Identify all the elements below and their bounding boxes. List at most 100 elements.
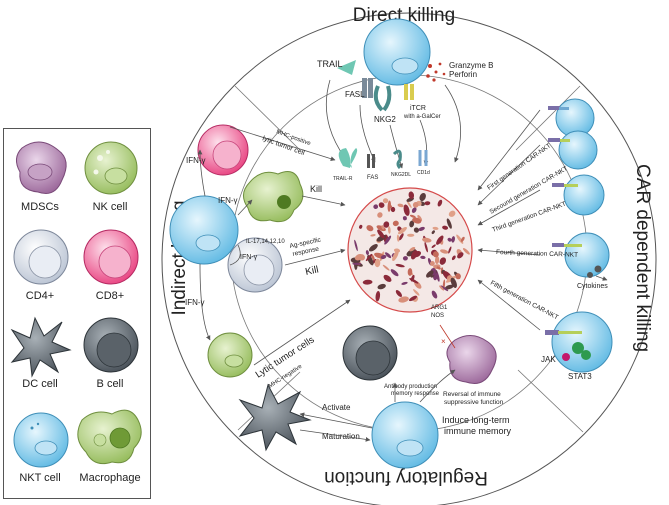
tumor-cell-mark <box>448 246 452 254</box>
tumor-cell-mark <box>439 257 447 265</box>
label-kill-2: Kill <box>304 264 319 278</box>
tumor-cell-mark <box>407 233 415 237</box>
tumor-cell-mark <box>418 226 425 231</box>
tumor-cell-mark <box>396 234 400 242</box>
tumor-cell-mark <box>377 229 385 239</box>
tumor-cell-mark <box>444 284 454 290</box>
tumor-cell-mark <box>380 254 387 260</box>
tumor-cell-mark <box>426 270 434 278</box>
label-ifn-1: IFN-γ <box>186 156 206 165</box>
tumor-cell-mark <box>397 203 404 208</box>
tumor-cell-mark <box>432 226 439 230</box>
label-fas: FAS <box>367 175 378 181</box>
tumor-cell-mark <box>410 250 418 260</box>
fasl-receptor-icon <box>362 78 373 98</box>
dc-cell-icon <box>10 316 72 378</box>
macrophage-icon <box>77 409 142 465</box>
tumor-cell-mark <box>381 225 385 230</box>
title-regulatory-function: Regulatory function <box>324 467 488 488</box>
tumor-cell-mark <box>417 214 423 222</box>
tumor-cell-mark <box>431 230 435 235</box>
label-reversal: Reversal of immune <box>443 391 501 398</box>
reg-mdsc-cell <box>446 335 497 384</box>
title-car-dependent-killing: CAR dependent killing <box>632 164 653 352</box>
tumor-cell-mark <box>370 254 375 261</box>
tumor-cell-mark <box>401 281 408 285</box>
car-nkt-cell-gen4 <box>552 232 610 278</box>
tumor-cell-mark <box>392 220 399 227</box>
label-kill-1: Kill <box>310 184 322 194</box>
tumor-cell-mark <box>457 252 464 259</box>
tumor-cell-mark <box>366 225 374 232</box>
indirect-nkt-cell <box>169 195 239 265</box>
tumor-cell-mark <box>384 235 392 245</box>
tumor-cell-mark <box>440 285 449 292</box>
tumor-cell-mark <box>374 258 381 268</box>
label-suppressive: suppressive function <box>444 399 504 406</box>
reg-dc-cell <box>238 383 312 452</box>
indirect-cd8-cell <box>197 124 249 176</box>
label-jak: JAK <box>541 355 556 364</box>
title-direct-killing: Direct killing <box>353 5 455 26</box>
legend-label-macrophage: Macrophage <box>79 472 141 484</box>
tumor-cell-mark <box>424 242 428 253</box>
tumor-cell-mark <box>412 202 419 208</box>
nk-cell-icon <box>84 141 138 195</box>
tumor-cell-mark <box>442 225 449 230</box>
label-nkg2: NKG2 <box>374 115 396 124</box>
label-ifn-3: IFN-γ <box>240 254 258 261</box>
legend-label-cd8: CD8+ <box>95 290 125 302</box>
tumor-cell-mark <box>352 262 362 265</box>
label-cytokines: Cytokines <box>577 283 608 290</box>
b-cell-icon <box>83 317 139 373</box>
tumor-cell-mark <box>370 234 376 237</box>
tumor-cell-mark <box>409 247 416 252</box>
cd8-cell-icon <box>83 229 139 285</box>
tumor-cell-mark <box>368 243 378 252</box>
tumor-cell-mark <box>383 274 392 282</box>
car-nkt-cell-gen3 <box>552 174 605 216</box>
tumor-cell-mark <box>365 250 369 256</box>
tumor-cell-mark <box>431 290 438 299</box>
tumor-cell-mark <box>403 204 410 216</box>
tumor-cell-mark <box>382 198 389 204</box>
label-antibody-production: Antibody production <box>384 384 437 390</box>
mdsc-cell-icon <box>16 141 67 194</box>
label-ifn-4: IFN-γ <box>185 298 205 307</box>
tumor-cell-mark <box>419 192 426 202</box>
tumor-cell-mark <box>436 266 441 270</box>
tumor-cell-mark <box>424 201 431 206</box>
tumor-cell-mark <box>450 277 457 288</box>
label-maturation: Maturation <box>322 432 360 441</box>
label-trail: TRAIL <box>317 59 343 69</box>
tumor-cell-mark <box>392 250 399 262</box>
label-nkg2dl: NKG2DL <box>391 172 411 178</box>
tumor-cell-mark <box>376 225 386 232</box>
label-nos: NOS <box>431 313 444 319</box>
tumor-cell-mark <box>398 226 407 235</box>
tumor-cell-mark <box>373 204 379 210</box>
label-stat3: STAT3 <box>568 372 592 381</box>
tumor-mass <box>347 187 473 313</box>
label-fasl: FASL <box>345 90 365 99</box>
tumor-cell-mark <box>408 295 418 302</box>
tumor-cell-mark <box>406 200 412 209</box>
tumor-cell-mark <box>431 244 436 248</box>
label-granzyme: Granzyme B <box>449 61 493 70</box>
legend-label-mdscs: MDSCs <box>21 201 59 213</box>
tumor-cell-mark <box>354 253 363 261</box>
tumor-cell-mark <box>354 239 358 252</box>
legend-label-b-cell: B cell <box>96 378 124 390</box>
cd4-cell-icon <box>13 229 69 285</box>
tumor-cell-mark <box>413 289 420 296</box>
itcr-receptor-icon <box>404 84 414 100</box>
trail-ligand-icon <box>337 60 356 75</box>
label-itcr-galcer: with a-GalCer <box>403 114 441 120</box>
divider-top-right <box>515 85 581 151</box>
tumor-cell-mark <box>390 206 396 213</box>
tumor-cell-mark <box>402 216 407 221</box>
label-ifn-2: IFN-γ <box>218 196 238 205</box>
granzyme-dots-icon <box>426 62 446 82</box>
tumor-cell-mark <box>451 236 455 243</box>
tumor-cell-mark <box>439 285 445 291</box>
